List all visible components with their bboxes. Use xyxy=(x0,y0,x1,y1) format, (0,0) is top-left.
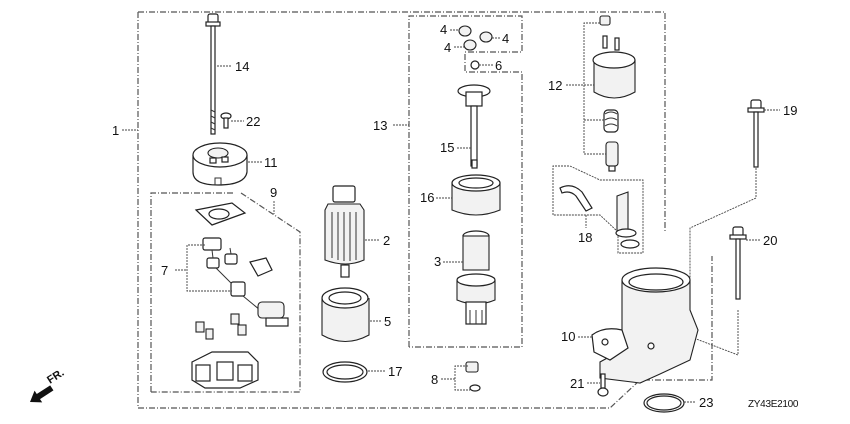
callout-label: 9 xyxy=(270,185,277,200)
callout-8[interactable]: 8 xyxy=(431,365,470,391)
callout-22[interactable]: 22 xyxy=(231,114,260,129)
callout-label: 13 xyxy=(373,118,387,133)
part-12-solenoid-switch[interactable] xyxy=(592,15,636,172)
callout-1[interactable]: 1 xyxy=(112,123,138,138)
callout-label: 16 xyxy=(420,190,434,205)
part-21-screw[interactable] xyxy=(597,373,609,397)
callout-18[interactable]: 18 xyxy=(578,215,592,245)
part-7-brush-set[interactable] xyxy=(202,237,289,327)
callout-label: 4 xyxy=(444,40,451,55)
callout-label: 4 xyxy=(440,22,447,37)
callout-label: 19 xyxy=(783,103,797,118)
part-5-yoke[interactable] xyxy=(321,287,370,343)
callout-label: 8 xyxy=(431,372,438,387)
gear-assembly-frame xyxy=(408,15,523,348)
callout-16[interactable]: 16 xyxy=(420,190,452,205)
brush-holder-frame xyxy=(150,192,301,393)
callout-3[interactable]: 3 xyxy=(434,254,463,269)
part-3-pinion-clutch[interactable] xyxy=(456,230,496,325)
part-10-front-housing[interactable] xyxy=(591,267,699,384)
part-15-pinion-shaft[interactable] xyxy=(457,84,491,169)
callout-15[interactable]: 15 xyxy=(440,140,471,155)
diagram-code: ZY43E2100 xyxy=(748,399,799,410)
callout-12[interactable]: 12 xyxy=(548,22,606,155)
callout-label: 3 xyxy=(434,254,441,269)
callout-21[interactable]: 21 xyxy=(570,376,600,391)
lever-set-frame xyxy=(552,165,644,254)
callout-label: 11 xyxy=(264,155,278,170)
callout-label: 4 xyxy=(502,31,509,46)
part-14-through-bolt[interactable] xyxy=(205,13,221,135)
callout-label: 6 xyxy=(495,58,502,73)
brush-springs xyxy=(195,313,247,340)
callout-11[interactable]: 11 xyxy=(248,155,278,170)
callout-7[interactable]: 7 xyxy=(161,244,232,292)
part-18-lever-set[interactable] xyxy=(559,185,640,249)
callout-14[interactable]: 14 xyxy=(217,59,249,74)
callout-label: 17 xyxy=(388,364,402,379)
callout-label: 22 xyxy=(246,114,260,129)
part-brush-holder-base[interactable] xyxy=(191,351,259,389)
part-4-nut-2[interactable] xyxy=(479,31,493,43)
part-2-armature[interactable] xyxy=(324,185,365,278)
part-17-seal-ring[interactable] xyxy=(322,361,368,383)
front-direction-indicator: FR. xyxy=(30,367,67,403)
callout-label: 10 xyxy=(561,329,575,344)
callout-9[interactable]: 9 xyxy=(270,185,277,214)
callout-10[interactable]: 10 xyxy=(561,329,592,344)
callout-label: 7 xyxy=(161,263,168,278)
part-9-gasket-plate[interactable] xyxy=(194,202,247,226)
arrow-left-icon xyxy=(30,385,54,403)
part-8-terminal-nut[interactable] xyxy=(465,361,481,392)
callout-label: 5 xyxy=(384,314,391,329)
callout-label: 14 xyxy=(235,59,249,74)
callout-label: 23 xyxy=(699,395,713,410)
callout-19[interactable]: 19 xyxy=(689,103,797,305)
part-11-rear-cover[interactable] xyxy=(192,142,248,186)
part-19-flange-bolt[interactable] xyxy=(747,99,765,168)
part-brush-clip[interactable] xyxy=(249,257,273,277)
part-20-flange-bolt[interactable] xyxy=(729,226,747,300)
part-22-screw[interactable] xyxy=(220,112,232,129)
callout-label: 12 xyxy=(548,78,562,93)
callout-23[interactable]: 23 xyxy=(684,395,713,410)
assembly-frame xyxy=(137,11,713,409)
part-4-nut-1[interactable] xyxy=(458,25,472,37)
callout-label: 18 xyxy=(578,230,592,245)
callout-2[interactable]: 2 xyxy=(365,233,390,248)
callout-label: 20 xyxy=(763,233,777,248)
callout-label: 21 xyxy=(570,376,584,391)
callout-5[interactable]: 5 xyxy=(370,314,391,329)
part-23-o-ring[interactable] xyxy=(643,393,685,413)
callout-label: 15 xyxy=(440,140,454,155)
part-4-nut-3[interactable] xyxy=(463,39,477,51)
front-label: FR. xyxy=(45,367,66,387)
callout-13[interactable]: 13 xyxy=(373,118,409,133)
callout-4-c[interactable]: 4 xyxy=(444,40,464,55)
callout-label: 2 xyxy=(383,233,390,248)
callout-4-b[interactable]: 4 xyxy=(492,31,509,46)
callout-6[interactable]: 6 xyxy=(479,58,502,73)
callout-label: 1 xyxy=(112,123,119,138)
callout-17[interactable]: 17 xyxy=(368,364,402,379)
part-16-internal-gear[interactable] xyxy=(451,174,501,216)
part-6-steel-ball[interactable] xyxy=(470,60,480,70)
callout-4-a[interactable]: 4 xyxy=(440,22,459,37)
